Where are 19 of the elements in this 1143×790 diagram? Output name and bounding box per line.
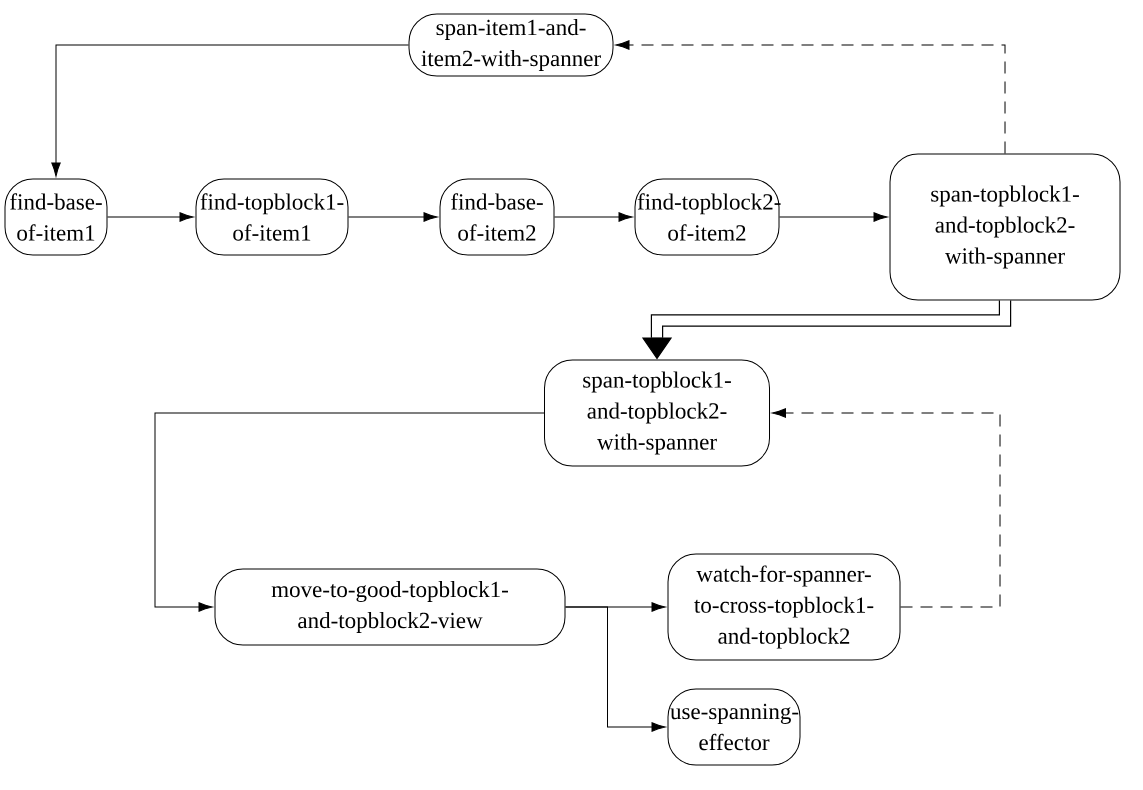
arrow [348, 212, 438, 222]
process-box: use-spanning- effector [667, 688, 801, 766]
arrow [565, 606, 666, 732]
process-box: find-topblock1- of-item1 [195, 178, 349, 256]
arrow [615, 40, 1006, 154]
process-box: span-item1-and- item2-with-spanner [408, 13, 614, 77]
process-box: span-topblock1- and-topblock2- with-spanner [889, 153, 1121, 301]
arrow [771, 408, 1001, 608]
arrow [779, 212, 888, 222]
arrow [51, 44, 409, 177]
process-box: find-base- of-item1 [4, 178, 108, 256]
arrow [554, 212, 633, 222]
arrow [154, 412, 545, 612]
process-box: span-topblock1- and-topblock2- with-spanner [544, 359, 770, 467]
arrow [107, 212, 194, 222]
process-box: find-base- of-item2 [439, 178, 555, 256]
process-box: watch-for-spanner- to-cross-topblock1- and-topblock2 [667, 553, 901, 661]
process-box: find-topblock2- of-item2 [634, 178, 781, 256]
process-box: move-to-good-topblock1- and-topblock2-view [214, 568, 566, 646]
